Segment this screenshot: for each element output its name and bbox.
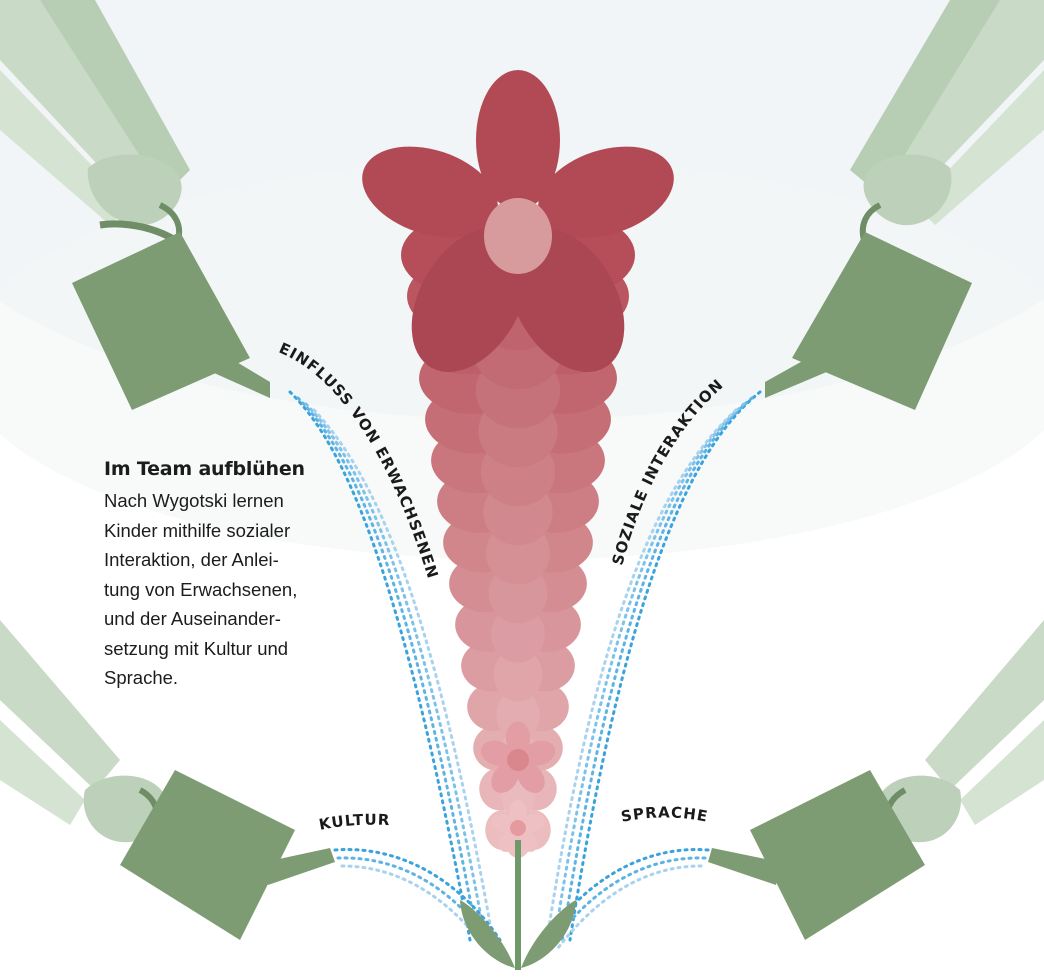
caption-body: Nach Wygotski lernen Kinder mithilfe soz… <box>104 486 344 693</box>
caption: Im Team aufblühen Nach Wygotski lernen K… <box>104 458 344 693</box>
caption-title: Im Team aufblühen <box>104 458 344 480</box>
stem <box>515 840 521 970</box>
caption-line: Sprache. <box>104 663 344 693</box>
caption-line: Interaktion, der Anlei- <box>104 545 344 575</box>
caption-line: Kinder mithilfe sozialer <box>104 516 344 546</box>
caption-line: Nach Wygotski lernen <box>104 486 344 516</box>
flower-center <box>507 749 529 771</box>
caption-line: setzung mit Kultur und <box>104 634 344 664</box>
caption-line: tung von Erwachsenen, <box>104 575 344 605</box>
caption-line: und der Auseinander- <box>104 604 344 634</box>
flower-center <box>510 820 526 836</box>
